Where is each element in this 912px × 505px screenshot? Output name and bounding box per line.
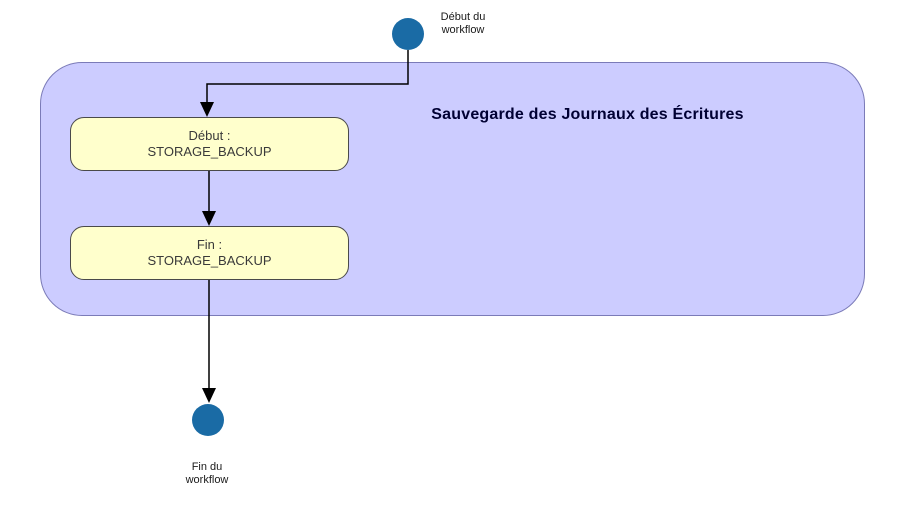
task-label-line2: STORAGE_BACKUP: [147, 144, 272, 159]
task-label-line2: STORAGE_BACKUP: [147, 253, 272, 268]
group-title: Sauvegarde des Journaux des Écritures: [431, 106, 744, 123]
arrowhead-icon: [202, 388, 216, 403]
end-node[interactable]: [192, 404, 224, 436]
task-label-line1: Début :: [188, 128, 231, 143]
task-debut-storage-backup[interactable]: Début : STORAGE_BACKUP: [70, 117, 349, 171]
end-node-label: Fin du workflow: [185, 461, 229, 486]
start-node[interactable]: [392, 18, 424, 50]
task-label-line1: Fin :: [196, 237, 223, 252]
start-node-label: Début du workflow: [440, 11, 486, 36]
task-fin-storage-backup[interactable]: Fin : STORAGE_BACKUP: [70, 226, 349, 280]
